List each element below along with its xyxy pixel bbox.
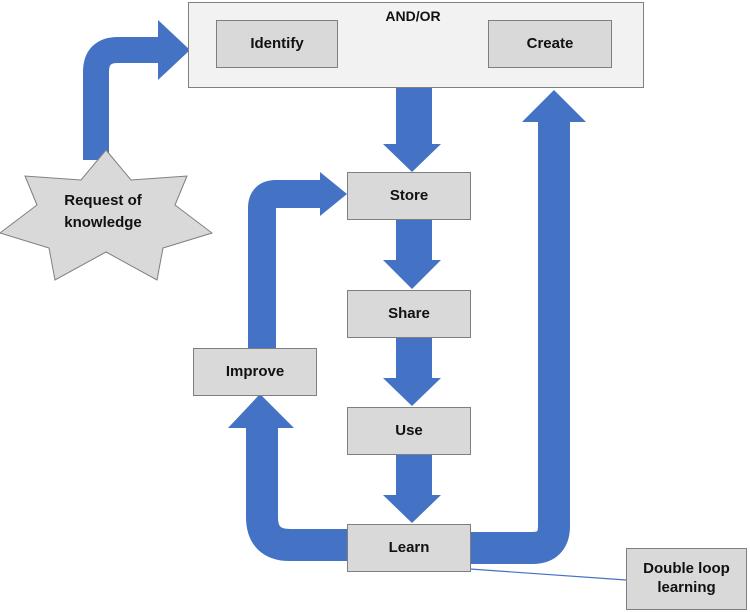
learn-box: Learn	[347, 524, 471, 572]
request-star-shape	[0, 149, 214, 281]
improve-box: Improve	[193, 348, 317, 396]
arrowhead-improve-to-store	[320, 172, 347, 216]
use-label: Use	[395, 421, 423, 439]
arrow-learn-to-improve	[246, 426, 348, 561]
arrowhead-store-share	[383, 260, 441, 289]
and-or-label: AND/OR	[385, 8, 441, 24]
arrowhead-use-learn	[383, 495, 441, 523]
arrowhead-request-to-identify	[158, 20, 190, 80]
arrowhead-learn-to-improve	[228, 394, 294, 428]
identify-label: Identify	[250, 34, 304, 52]
request-label-line2: knowledge	[64, 213, 142, 231]
arrow-share-use-shaft	[396, 338, 432, 378]
arrowhead-share-use	[383, 378, 441, 406]
callout-line	[469, 568, 627, 581]
use-box: Use	[347, 407, 471, 455]
double-loop-learning-box: Double loop learning	[626, 548, 747, 610]
double-loop-line1: Double loop	[643, 560, 730, 578]
request-label-line1: Request of	[64, 192, 142, 209]
arrow-improve-to-store	[248, 180, 322, 348]
improve-label: Improve	[225, 362, 285, 380]
arrow-request-to-identify	[83, 37, 160, 160]
store-label: Store	[389, 186, 429, 204]
arrow-use-learn-shaft	[396, 455, 432, 495]
create-box: Create	[488, 20, 612, 68]
double-loop-line2: learning	[657, 579, 716, 596]
share-box: Share	[347, 290, 471, 338]
arrow-store-share-shaft	[396, 220, 432, 260]
share-label: Share	[388, 304, 430, 322]
arrowhead-to-store	[383, 144, 441, 172]
arrowhead-learn-to-create	[522, 90, 586, 122]
arrow-learn-to-create	[470, 120, 570, 564]
store-box: Store	[347, 172, 471, 220]
create-label: Create	[526, 34, 574, 52]
identify-box: Identify	[216, 20, 338, 68]
learn-label: Learn	[388, 538, 430, 556]
request-of-knowledge-label: Request of knowledge	[38, 190, 168, 234]
